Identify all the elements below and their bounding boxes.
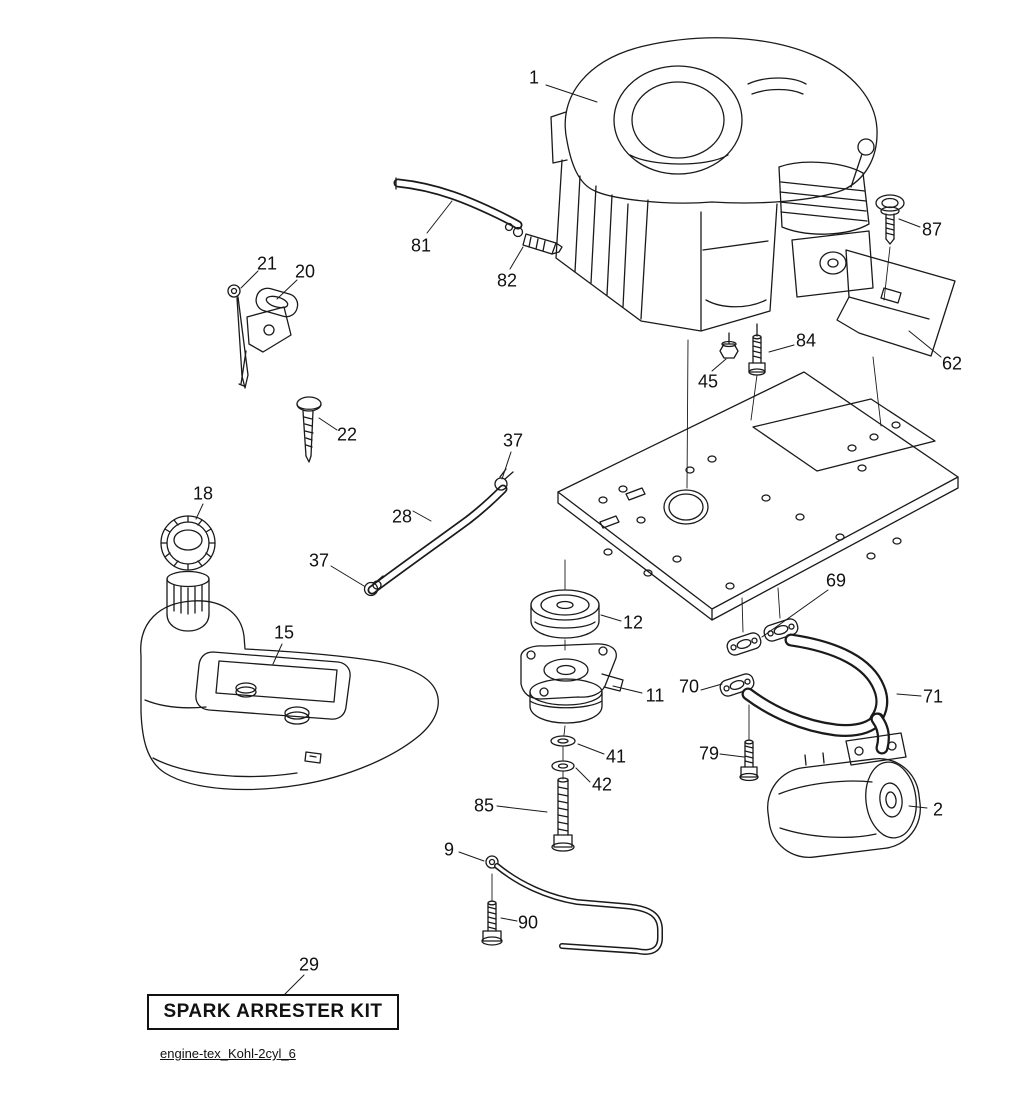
callout-part-11: 11 — [645, 685, 665, 706]
callout-part-87: 87 — [921, 219, 943, 240]
callout-part-41: 41 — [605, 746, 627, 767]
pulley-12 — [530, 589, 600, 639]
hose-clamp-37-left — [363, 575, 384, 597]
callout-part-29: 29 — [298, 954, 320, 975]
callout-part-18: 18 — [192, 483, 214, 504]
callout-part-90: 90 — [517, 912, 539, 933]
washer-41 — [550, 735, 576, 747]
callout-part-81: 81 — [410, 235, 432, 256]
callout-part-84: 84 — [795, 330, 817, 351]
assembly-axis-lines — [491, 246, 891, 902]
muffler-2 — [767, 732, 921, 859]
bolt-79 — [739, 739, 759, 782]
exhaust-pipe-71 — [741, 633, 890, 755]
callout-part-37-left: 37 — [308, 550, 330, 571]
callout-part-69: 69 — [825, 570, 847, 591]
callout-part-9: 9 — [443, 839, 455, 860]
nut-45 — [719, 340, 739, 359]
fuel-valve-82 — [504, 222, 563, 255]
hose-clamp-37-top — [494, 468, 514, 491]
callout-part-85: 85 — [473, 795, 495, 816]
callout-part-70: 70 — [678, 676, 700, 697]
screw-87 — [875, 194, 905, 245]
callout-part-71: 71 — [922, 686, 944, 707]
tank-filler-neck — [166, 570, 210, 632]
diagram-footer-text: engine-tex_Kohl-2cyl_6 — [160, 1046, 296, 1061]
callout-part-79: 79 — [698, 743, 720, 764]
callout-part-15: 15 — [273, 622, 295, 643]
callout-part-82: 82 — [496, 270, 518, 291]
bolt-90 — [481, 900, 503, 946]
fuel-tank-15 — [140, 600, 439, 791]
callout-part-12: 12 — [622, 612, 644, 633]
exhaust-gasket-70 — [719, 673, 755, 697]
bolt-85 — [551, 777, 575, 852]
exhaust-gasket-69b — [763, 618, 799, 642]
callout-part-37-top: 37 — [502, 430, 524, 451]
callout-part-22: 22 — [336, 424, 358, 445]
fuel-hose-81 — [393, 177, 523, 230]
heat-shield-62 — [836, 249, 956, 357]
washer-42 — [551, 760, 575, 772]
callout-part-45: 45 — [697, 371, 719, 392]
support-rod-9 — [485, 855, 663, 955]
clutch-11 — [520, 643, 624, 724]
screw-22 — [296, 396, 322, 463]
chassis-frame — [557, 371, 959, 621]
fuel-hose-28 — [367, 484, 508, 595]
callout-part-28: 28 — [391, 506, 413, 527]
leader-lines — [195, 84, 942, 996]
ignition-key-21 — [227, 284, 249, 389]
callout-part-20: 20 — [294, 261, 316, 282]
ignition-switch-20 — [238, 287, 299, 387]
bolt-84 — [748, 334, 766, 376]
exhaust-gasket-69a — [726, 632, 762, 656]
callout-part-42: 42 — [591, 774, 613, 795]
callout-part-62: 62 — [941, 353, 963, 374]
callout-part-21: 21 — [256, 253, 278, 274]
engine — [550, 37, 878, 344]
callout-part-1: 1 — [528, 67, 540, 88]
fuel-cap-18 — [160, 515, 216, 571]
callout-part-2: 2 — [932, 799, 944, 820]
spark-arrester-kit-label: SPARK ARRESTER KIT — [147, 994, 399, 1030]
